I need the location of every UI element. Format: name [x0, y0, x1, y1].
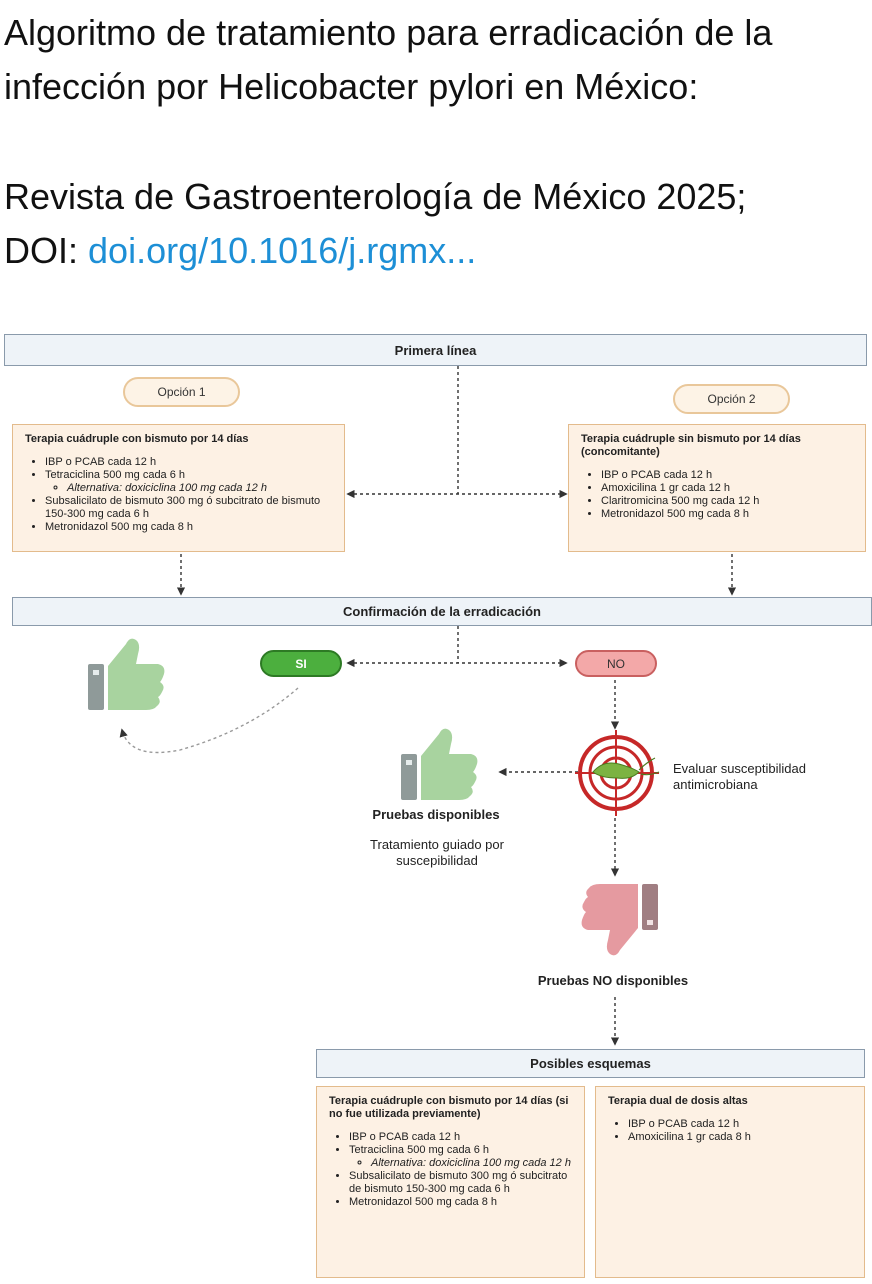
tests-available-label: Pruebas disponibles	[372, 807, 500, 822]
high-dose-dual-regimen-title: Terapia dual de dosis altas	[608, 1095, 748, 1107]
regimen-item: IBP o PCAB cada 12 h	[349, 1131, 572, 1144]
regimen-item: Amoxicilina 1 gr cada 8 h	[628, 1131, 852, 1144]
doi-link[interactable]: doi.org/10.1016/j.rgmx...	[88, 230, 477, 271]
bismuth-quadruple-regimen-title: Terapia cuádruple con bismuto por 14 día…	[329, 1095, 569, 1120]
thumbs-down-icon	[581, 884, 658, 956]
regimen-item: Tetraciclina 500 mg cada 6 h Alternativa…	[45, 469, 332, 495]
yes-pill: SI	[260, 650, 342, 677]
option-2-regimen-list: IBP o PCAB cada 12 h Amoxicilina 1 gr ca…	[581, 469, 853, 521]
target-icon	[575, 730, 660, 816]
regimen-item: Metronidazol 500 mg cada 8 h	[349, 1196, 572, 1209]
option-1-regimen-box: Terapia cuádruple con bismuto por 14 día…	[12, 424, 345, 552]
regimen-item: IBP o PCAB cada 12 h	[601, 469, 853, 482]
regimen-item: Tetraciclina 500 mg cada 6 h Alternativa…	[349, 1144, 572, 1170]
post-title-line-2: infección por Helicobacter pylori en Méx…	[4, 66, 699, 107]
regimen-item: IBP o PCAB cada 12 h	[628, 1118, 852, 1131]
option-1-pill: Opción 1	[123, 377, 240, 407]
treatment-algorithm-diagram: Primera línea Opción 1 Opción 2 Terapia …	[0, 300, 872, 1284]
bismuth-quadruple-regimen-box: Terapia cuádruple con bismuto por 14 día…	[316, 1086, 585, 1278]
thumbs-up-icon	[401, 728, 478, 800]
option-2-pill: Opción 2	[673, 384, 790, 414]
post-doi: DOI: doi.org/10.1016/j.rgmx...	[4, 224, 476, 278]
doi-label: DOI:	[4, 230, 79, 271]
regimen-item: Claritromicina 500 mg cada 12 h	[601, 495, 853, 508]
tests-unavailable-label: Pruebas NO disponibles	[537, 973, 689, 988]
first-line-header: Primera línea	[4, 334, 867, 366]
possible-schemes-header: Posibles esquemas	[316, 1049, 865, 1078]
regimen-item: Amoxicilina 1 gr cada 12 h	[601, 482, 853, 495]
option-2-regimen-title: Terapia cuádruple sin bismuto por 14 día…	[581, 433, 801, 458]
no-pill: NO	[575, 650, 657, 677]
regimen-alternative: Alternativa: doxiciclina 100 mg cada 12 …	[371, 1157, 572, 1170]
option-1-regimen-list: IBP o PCAB cada 12 h Tetraciclina 500 mg…	[25, 456, 332, 534]
option-2-regimen-box: Terapia cuádruple sin bismuto por 14 día…	[568, 424, 866, 552]
diagram-connectors	[119, 366, 737, 1046]
regimen-item: Subsalicilato de bismuto 300 mg ó subcit…	[349, 1170, 572, 1196]
guided-treatment-label: Tratamiento guiado por suscepibilidad	[370, 837, 504, 868]
high-dose-dual-regimen-box: Terapia dual de dosis altas IBP o PCAB c…	[595, 1086, 865, 1278]
regimen-item: IBP o PCAB cada 12 h	[45, 456, 332, 469]
bismuth-quadruple-regimen-list: IBP o PCAB cada 12 h Tetraciclina 500 mg…	[329, 1131, 572, 1209]
regimen-item: Metronidazol 500 mg cada 8 h	[601, 508, 853, 521]
thumbs-up-icon	[88, 638, 165, 710]
regimen-item: Metronidazol 500 mg cada 8 h	[45, 521, 332, 534]
evaluate-susceptibility-label: Evaluar susceptibilidad antimicrobiana	[673, 761, 806, 792]
post-title-line-1: Algoritmo de tratamiento para erradicaci…	[4, 12, 773, 53]
post-citation: Revista de Gastroenterología de México 2…	[4, 176, 747, 217]
regimen-item: Subsalicilato de bismuto 300 mg ó subcit…	[45, 495, 332, 521]
regimen-alternative: Alternativa: doxiciclina 100 mg cada 12 …	[67, 482, 332, 495]
high-dose-dual-regimen-list: IBP o PCAB cada 12 h Amoxicilina 1 gr ca…	[608, 1118, 852, 1144]
option-1-regimen-title: Terapia cuádruple con bismuto por 14 día…	[25, 433, 249, 445]
confirmation-header: Confirmación de la erradicación	[12, 597, 872, 626]
connector-si-to-thumb	[119, 687, 299, 754]
